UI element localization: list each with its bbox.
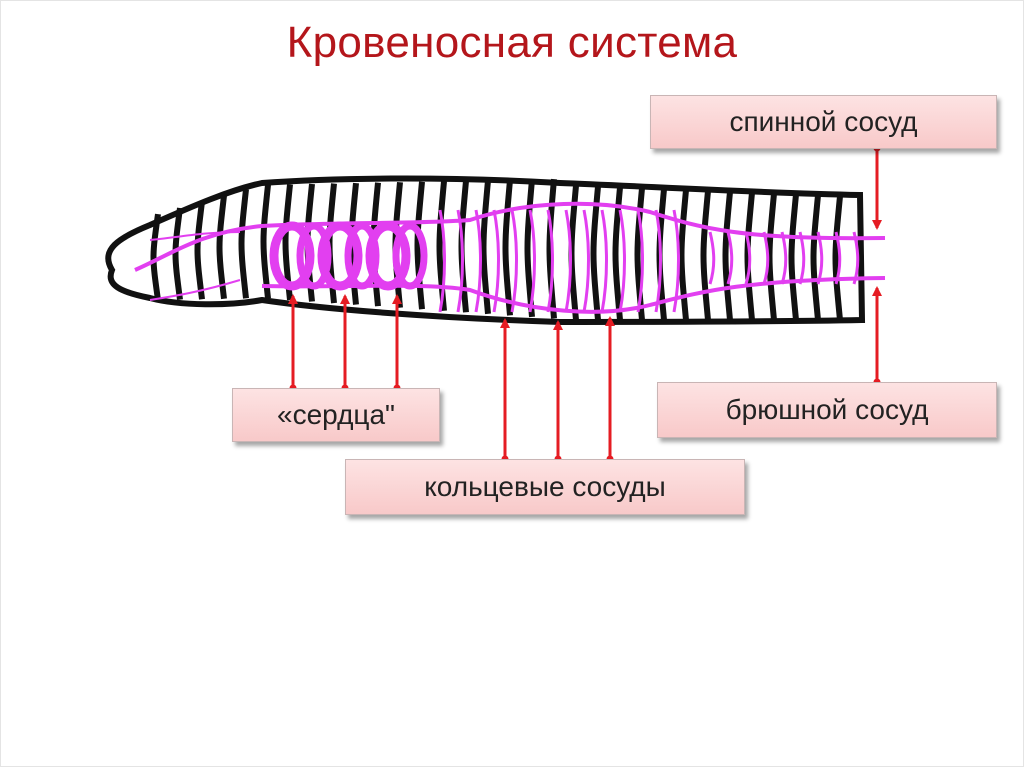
- ring-vessel: [528, 209, 536, 313]
- segment-line: [788, 194, 799, 321]
- segment-line: [546, 178, 557, 319]
- ring-vessel: [618, 209, 626, 313]
- segment-line: [700, 190, 711, 321]
- ring-vessel: [456, 209, 464, 313]
- segment-line: [172, 207, 183, 301]
- ring-vessel: [762, 231, 770, 285]
- ring-vessels-label: кольцевые сосуды: [345, 459, 745, 515]
- segment-line: [194, 201, 205, 300]
- segment-line: [744, 192, 755, 321]
- ring-vessel: [726, 231, 734, 285]
- ring-vessel: [780, 231, 788, 285]
- ventral-vessel-text: брюшной сосуд: [725, 394, 929, 425]
- ring-vessel: [582, 209, 590, 313]
- hearts-text: «сердца": [277, 399, 395, 430]
- segment-line: [766, 193, 777, 321]
- ventral-vessel-label: брюшной сосуд: [657, 382, 997, 438]
- ring-vessels-text: кольцевые сосуды: [424, 471, 666, 502]
- heart-ring: [392, 222, 428, 290]
- dorsal-vessel-label: спинной сосуд: [650, 95, 997, 149]
- ring-vessel: [474, 209, 482, 313]
- segment-line: [260, 184, 271, 299]
- ring-vessel: [672, 209, 680, 313]
- segment-line: [502, 179, 513, 316]
- blood-vessels: [134, 201, 886, 314]
- segment-line: [722, 191, 733, 321]
- anterior-branch: [149, 231, 241, 241]
- heart-ring: [344, 222, 380, 290]
- ring-vessel: [798, 231, 806, 285]
- ring-vessel: [816, 231, 824, 285]
- anterior-branch: [149, 279, 241, 301]
- hearts-label: «сердца": [232, 388, 440, 442]
- ring-vessel: [510, 209, 518, 313]
- ring-vessel: [492, 209, 500, 313]
- segment-line: [414, 181, 425, 310]
- segment-line: [524, 179, 535, 318]
- ring-vessel: [564, 209, 572, 313]
- ring-vessel: [852, 231, 860, 285]
- heart-ring: [317, 221, 363, 291]
- ring-vessel: [708, 231, 716, 285]
- ring-vessel: [546, 209, 554, 313]
- segment-line: [678, 189, 689, 321]
- ring-vessel: [834, 231, 842, 285]
- heart-ring: [296, 222, 332, 290]
- ring-vessel: [654, 209, 662, 313]
- ring-vessel: [438, 209, 446, 313]
- dorsal-vessel-text: спинной сосуд: [729, 106, 918, 137]
- slide-title: Кровеносная система: [286, 18, 738, 67]
- ring-vessel: [744, 231, 752, 285]
- segment-line: [810, 195, 821, 321]
- segment-line: [150, 213, 161, 301]
- segment-line: [832, 195, 843, 321]
- heart-ring: [269, 221, 315, 291]
- segment-line: [238, 189, 249, 299]
- ring-vessel: [636, 209, 644, 313]
- heart-ring: [365, 221, 411, 291]
- ring-vessel: [600, 209, 608, 313]
